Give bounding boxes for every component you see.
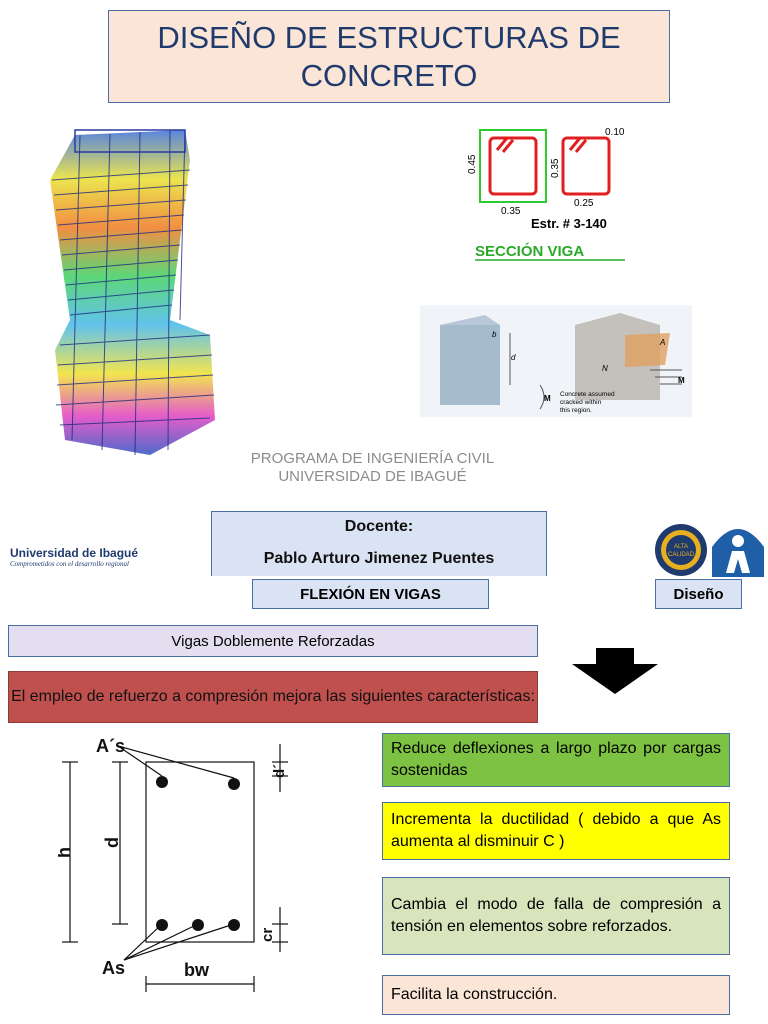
figure-label: M (678, 376, 685, 385)
docente-box: Docente: Pablo Arturo Jimenez Puentes (211, 511, 547, 576)
d-label: d (102, 837, 122, 848)
institution-logo-icon (712, 529, 764, 577)
dim-label: 0.45 (467, 154, 478, 174)
stirrup-label: Estr. # 3-140 (531, 216, 607, 231)
feature-deflections: Reduce deflexiones a largo plazo por car… (382, 733, 730, 787)
dim-label: 0.25 (574, 198, 594, 209)
program-caption: PROGRAMA DE INGENIERÍA CIVIL UNIVERSIDAD… (190, 450, 555, 486)
docente-label: Docente: (344, 518, 414, 535)
feature-ductility: Incrementa la ductilidad ( debido a que … (382, 802, 730, 860)
area-tag: Diseño (655, 579, 742, 609)
alta-calidad-seal-icon: ALTA CALIDAD (655, 524, 707, 576)
figure-note: this region. (560, 407, 592, 414)
figure-label: b (492, 330, 497, 339)
figure-label: d (511, 353, 516, 362)
university-line: UNIVERSIDAD DE IBAGUÉ (278, 468, 467, 485)
svg-text:CALIDAD: CALIDAD (668, 552, 695, 558)
beam-section-figure: 0.45 0.35 0.35 0.10 0.25 Estr. # 3-140 S… (467, 127, 625, 261)
as-prime-label: A´s (96, 736, 125, 756)
university-logo: Universidad de Ibagué Comprometidos con … (10, 546, 139, 568)
cr-label: cr (259, 928, 276, 942)
feature-construction: Facilita la construcción. (382, 975, 730, 1015)
flexure-textbook-figure: b d M A N M Concrete assumed cracked wit… (420, 305, 692, 417)
page-title: DISEÑO DE ESTRUCTURAS DE CONCRETO (108, 10, 670, 103)
section-caption: SECCIÓN VIGA (475, 242, 584, 260)
intro-banner: El empleo de refuerzo a compresión mejor… (8, 671, 538, 723)
as-label: As (102, 958, 125, 978)
program-line: PROGRAMA DE INGENIERÍA CIVIL (250, 450, 495, 467)
feature-failure-mode: Cambia el modo de falla de compresión a … (382, 877, 730, 955)
figure-label: A (659, 338, 665, 347)
docente-name: Pablo Arturo Jimenez Puentes (263, 550, 495, 567)
svg-text:ALTA: ALTA (674, 544, 688, 550)
figure-note: Concrete assumed (560, 391, 615, 398)
arrow-down-icon (572, 648, 658, 694)
d-prime-label: d´ (271, 764, 288, 778)
figure-label: M (544, 394, 551, 403)
h-label: h (58, 847, 74, 858)
section-subtitle: Vigas Doblemente Reforzadas (8, 625, 538, 657)
figure-label: N (602, 364, 608, 373)
topic-tag: FLEXIÓN EN VIGAS (252, 579, 489, 609)
accreditation-logos: ALTA CALIDAD (655, 524, 764, 577)
building-model-image (50, 129, 215, 456)
bw-label: bw (184, 960, 210, 980)
dim-label: 0.35 (501, 206, 521, 217)
dim-label: 0.10 (605, 127, 625, 138)
beam-reinforcement-diagram: A´s d´ h d cr As bw (58, 736, 288, 992)
figure-note: cracked within (560, 399, 602, 406)
dim-label: 0.35 (550, 158, 561, 178)
